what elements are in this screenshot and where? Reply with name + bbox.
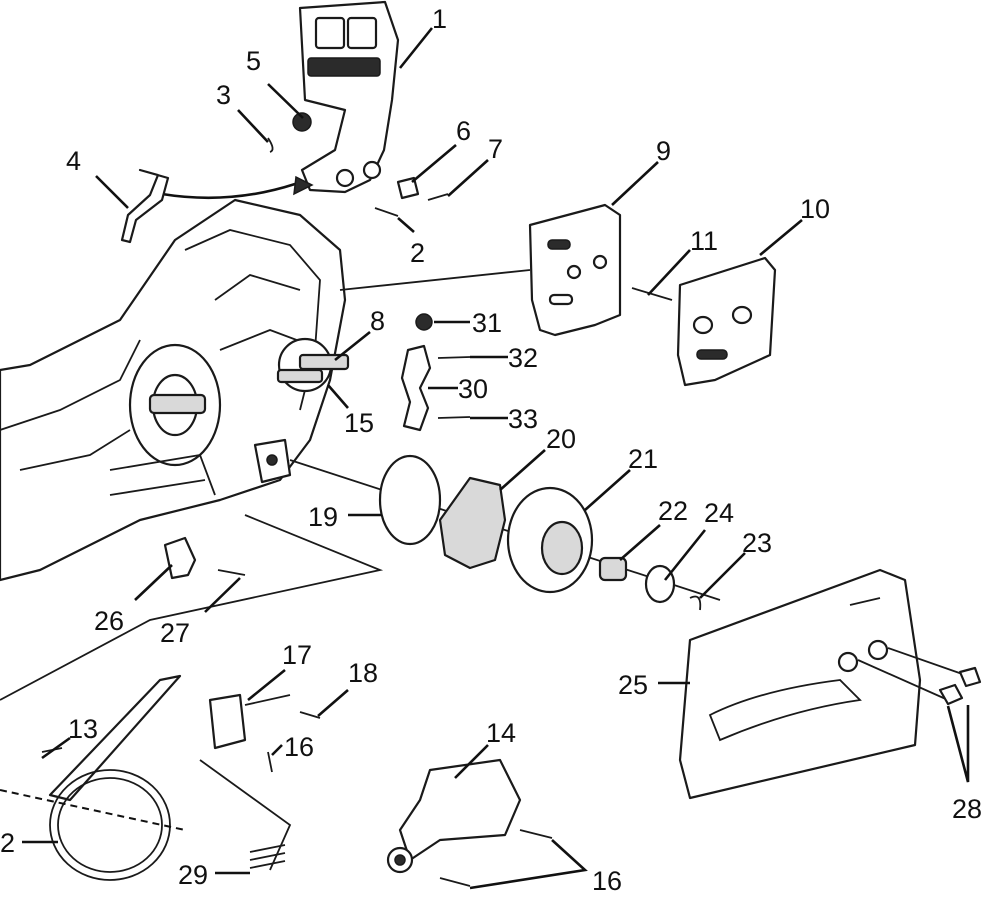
leader-lines: [22, 27, 970, 890]
bracket-4: [120, 168, 170, 244]
screw-7: [427, 193, 449, 201]
plate-30: [400, 344, 432, 432]
washer-24: [644, 564, 676, 604]
label-29: 29: [178, 860, 208, 890]
label-13: 13: [68, 714, 98, 744]
label-10: 10: [800, 194, 830, 224]
label-9: 9: [656, 136, 671, 166]
label-33: 33: [508, 404, 538, 434]
clutch-assembly: [289, 454, 721, 611]
label-30: 30: [458, 374, 488, 404]
label-31: 31: [472, 308, 502, 338]
clip-23: [689, 595, 702, 611]
screw-2: [374, 207, 399, 217]
bushing-6: [396, 176, 420, 200]
label-17: 17: [282, 640, 312, 670]
label-32: 32: [508, 343, 538, 373]
label-28: 28: [952, 794, 982, 824]
label-7: 7: [488, 134, 503, 164]
clip-3: [267, 137, 274, 153]
label-3: 3: [216, 80, 231, 110]
part-labels: 1 2 2 3 4 5 6 7 8 9 10 11 13 14 15 16 16…: [0, 4, 982, 896]
screw-32: [437, 356, 471, 359]
label-11: 11: [690, 226, 718, 256]
bar-plates: [339, 203, 777, 387]
label-8: 8: [370, 306, 385, 336]
reference-outline: [0, 514, 384, 701]
label-5: 5: [246, 46, 261, 76]
assembly-arrow: [161, 182, 296, 200]
label-16b: 16: [592, 866, 622, 896]
screw-33: [437, 416, 471, 419]
screw-27: [217, 569, 246, 576]
label-23: 23: [742, 528, 772, 558]
label-18: 18: [348, 658, 378, 688]
clutch-20: [438, 476, 507, 570]
reference-line-9: [339, 269, 531, 291]
label-19: 19: [308, 502, 338, 532]
label-1: 1: [432, 4, 447, 34]
label-2b: 2: [0, 828, 15, 858]
bolt-11: [631, 287, 673, 301]
washer-19: [378, 454, 442, 546]
label-14: 14: [486, 718, 516, 748]
label-27: 27: [160, 618, 190, 648]
label-20: 20: [546, 424, 576, 454]
label-16a: 16: [284, 732, 314, 762]
assembly-arrow-head: [293, 175, 314, 196]
nut-5: [292, 112, 312, 132]
label-25: 25: [618, 670, 648, 700]
label-2a: 2: [410, 238, 425, 268]
label-26: 26: [94, 606, 124, 636]
label-22: 22: [658, 496, 688, 526]
nut-31: [415, 313, 433, 331]
engine-housing: [0, 198, 350, 582]
bracket-26: [163, 536, 197, 580]
side-cover: [678, 568, 982, 800]
label-21: 21: [628, 444, 658, 474]
hand-guard: [298, 0, 400, 194]
label-4: 4: [66, 146, 81, 176]
bearing-22: [598, 556, 628, 582]
chain-catcher: [386, 758, 553, 887]
brake-band-assembly: [0, 674, 321, 881]
label-15: 15: [344, 408, 374, 438]
label-24: 24: [704, 498, 734, 528]
label-6: 6: [456, 116, 471, 146]
